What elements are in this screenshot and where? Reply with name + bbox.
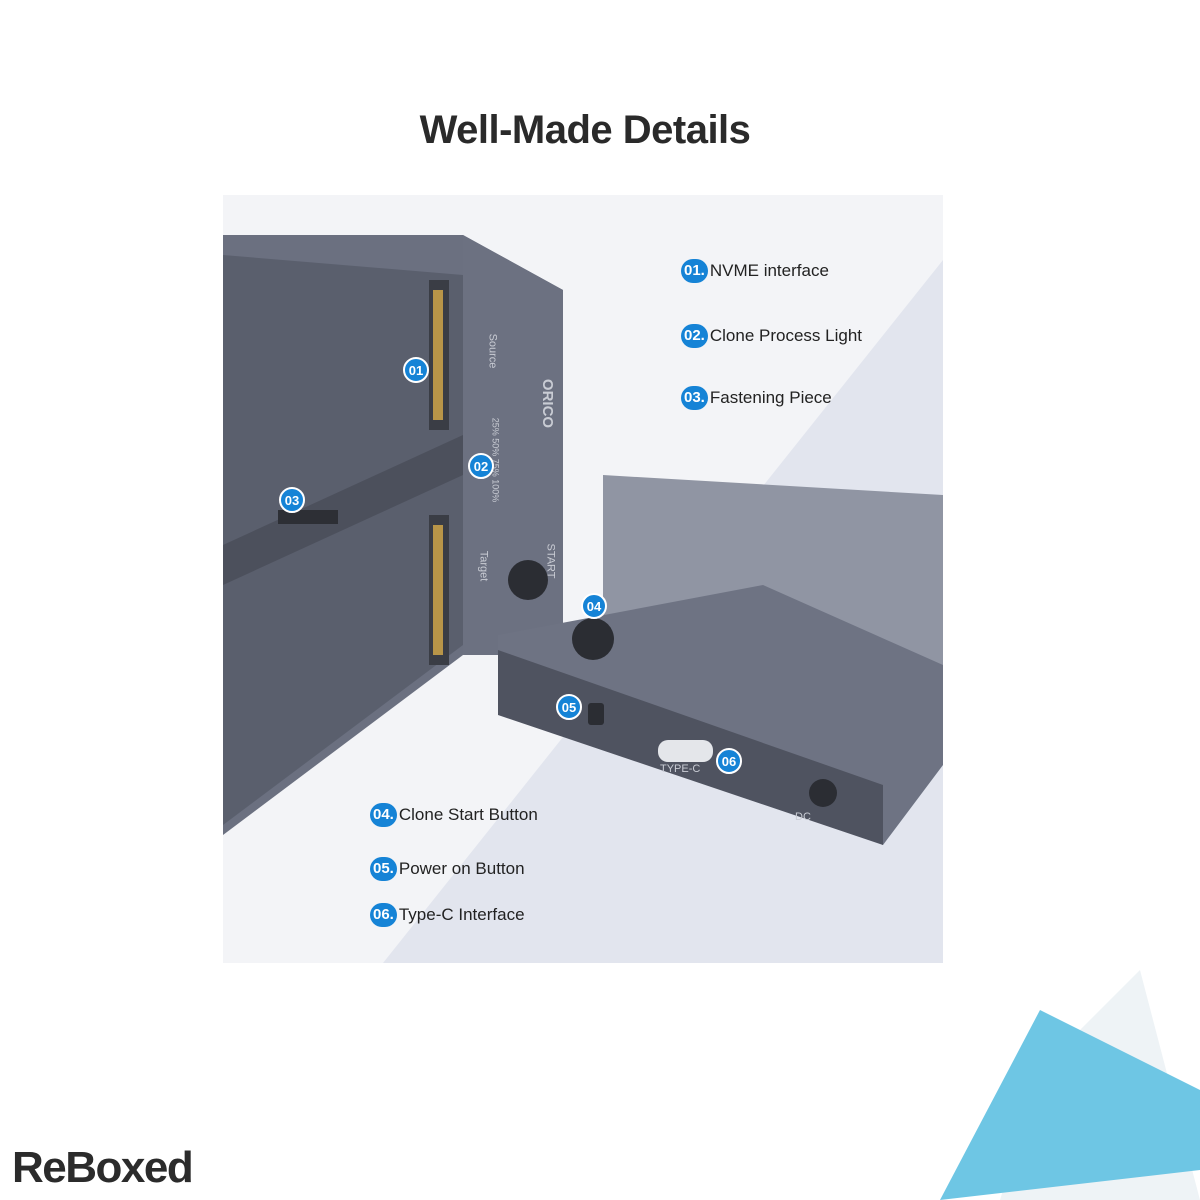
page-title: Well-Made Details (419, 108, 751, 152)
marker-06: 06 (716, 748, 742, 774)
marker-04: 04 (581, 593, 607, 619)
callout-label: Clone Start Button (398, 805, 538, 824)
callout-typec: 06.Type-C Interface (370, 903, 525, 927)
reboxed-logo: ReBoxed (12, 1143, 194, 1192)
callout-label: Power on Button (398, 859, 525, 878)
device-target-label: Target (477, 550, 490, 582)
callout-number: 03. (681, 386, 708, 410)
callout-label: Type-C Interface (398, 905, 525, 924)
callout-label: Fastening Piece (709, 388, 832, 407)
page-curl-corner (940, 970, 1200, 1200)
marker-01: 01 (403, 357, 429, 383)
callout-number: 01. (681, 259, 708, 283)
device-brand-logo: ORICO (539, 378, 557, 429)
callout-fastening: 03.Fastening Piece (681, 386, 832, 410)
callout-label: Clone Process Light (709, 326, 862, 345)
marker-02: 02 (468, 453, 494, 479)
device-dc-label: DC (795, 811, 811, 823)
callout-number: 05. (370, 857, 397, 881)
callout-number: 06. (370, 903, 397, 927)
callout-clone-start: 04.Clone Start Button (370, 803, 538, 827)
product-photo: Source ORICO Target START 25% 50% 75% 10… (223, 195, 943, 963)
callout-clone-light: 02.Clone Process Light (681, 324, 862, 348)
device-typec-label: TYPE-C (660, 763, 701, 775)
callout-number: 02. (681, 324, 708, 348)
callout-number: 04. (370, 803, 397, 827)
marker-03: 03 (279, 487, 305, 513)
callout-nvme: 01.NVME interface (681, 259, 829, 283)
device-start-label: START (544, 543, 557, 579)
marker-05: 05 (556, 694, 582, 720)
device-source-label: Source (486, 333, 499, 369)
callout-power: 05.Power on Button (370, 857, 525, 881)
callout-label: NVME interface (709, 261, 829, 280)
